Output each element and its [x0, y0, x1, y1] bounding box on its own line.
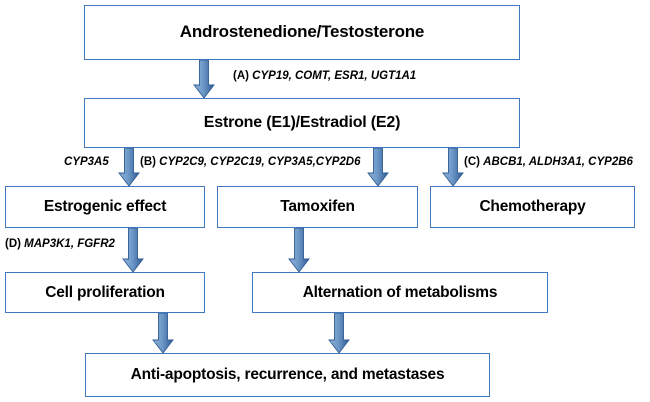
- gene-annotation-tag: (B): [140, 156, 156, 168]
- node-label-tamoxifen: Tamoxifen: [280, 198, 355, 216]
- gene-annotation-genes: ABCB1, ALDH3A1, CYP2B6: [483, 156, 633, 168]
- node-label-chemotherapy: Chemotherapy: [479, 198, 586, 216]
- gene-annotation-genes: CYP3A5: [64, 156, 109, 168]
- node-label-estrogenic-effect: Estrogenic effect: [43, 198, 167, 216]
- arrow-down-icon: [442, 148, 464, 186]
- arrow-down-icon: [367, 148, 389, 186]
- node-tamoxifen: Tamoxifen: [217, 186, 418, 228]
- gene-annotation-label-d: (D) MAP3K1, FGFR2: [5, 238, 115, 250]
- node-label-cell-proliferation: Cell proliferation: [45, 283, 165, 301]
- arrow-down-icon: [122, 228, 144, 272]
- gene-annotation-tag: (C): [464, 156, 480, 168]
- node-label-alternation-of-metabolisms: Alternation of metabolisms: [302, 283, 498, 301]
- gene-annotation-genes: CYP2C9, CYP2C19, CYP3A5,CYP2D6: [159, 156, 361, 168]
- gene-annotation-label-cyp3a5: CYP3A5: [64, 156, 109, 168]
- gene-annotation-tag: (A): [233, 70, 249, 82]
- node-alternation-of-metabolisms: Alternation of metabolisms: [252, 272, 548, 313]
- gene-annotation-label-c: (C) ABCB1, ALDH3A1, CYP2B6: [464, 156, 633, 168]
- arrow-down-icon: [152, 313, 174, 353]
- arrow-down-icon: [328, 313, 350, 353]
- node-cell-proliferation: Cell proliferation: [5, 272, 205, 313]
- arrow-down-icon: [193, 60, 215, 98]
- node-estrogenic-effect: Estrogenic effect: [5, 186, 205, 228]
- node-label-estrone: Estrone (E1)/Estradiol (E2): [203, 114, 401, 132]
- node-androstenedione: Androstenedione/Testosterone: [84, 5, 520, 60]
- gene-annotation-tag: (D): [5, 238, 21, 250]
- gene-annotation-label-a: (A) CYP19, COMT, ESR1, UGT1A1: [233, 70, 416, 82]
- node-anti-apoptosis: Anti-apoptosis, recurrence, and metastas…: [85, 353, 490, 397]
- node-label-androstenedione: Androstenedione/Testosterone: [179, 22, 425, 42]
- arrow-down-icon: [288, 228, 310, 272]
- node-estrone: Estrone (E1)/Estradiol (E2): [84, 98, 520, 148]
- node-chemotherapy: Chemotherapy: [430, 186, 635, 228]
- gene-annotation-genes: CYP19, COMT, ESR1, UGT1A1: [252, 70, 417, 82]
- gene-annotation-genes: MAP3K1, FGFR2: [24, 238, 115, 250]
- gene-annotation-label-b: (B) CYP2C9, CYP2C19, CYP3A5,CYP2D6: [140, 156, 361, 168]
- node-label-anti-apoptosis: Anti-apoptosis, recurrence, and metastas…: [130, 366, 445, 384]
- arrow-down-icon: [118, 148, 140, 186]
